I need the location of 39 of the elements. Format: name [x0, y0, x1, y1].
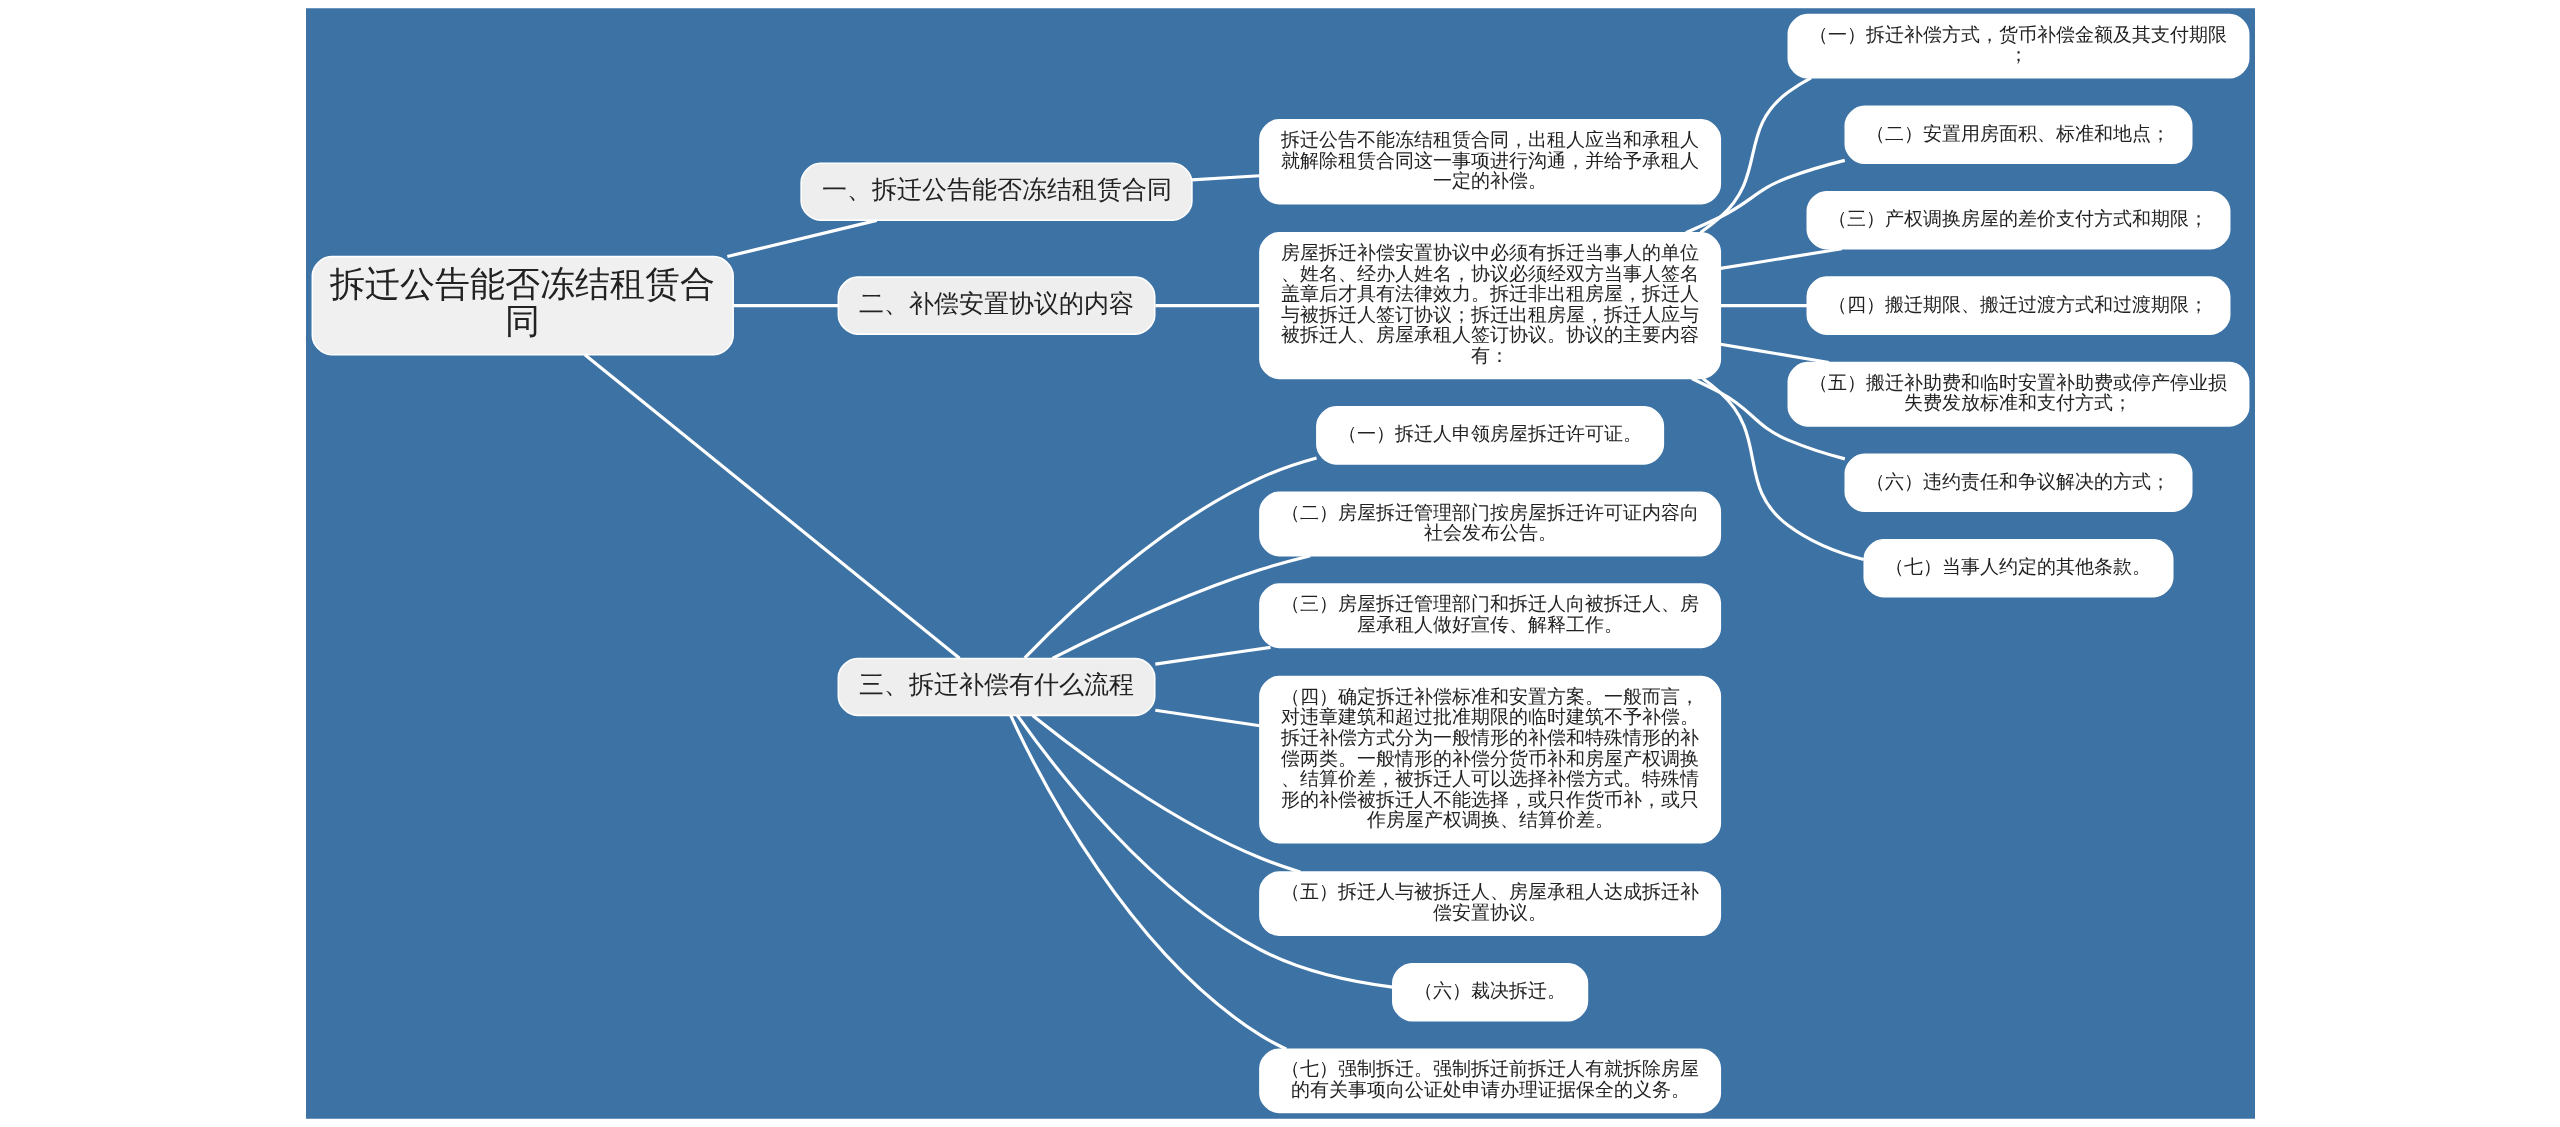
node-box: 二、补偿安置协议的内容 [837, 276, 1155, 335]
node-box: （一）拆迁补偿方式，货币补偿金额及其支付期限； [1787, 13, 2249, 79]
node-box: （二）安置用房面积、标准和地点； [1844, 105, 2192, 165]
node-box: （七）当事人约定的其他条款。 [1862, 539, 2174, 598]
node-box: （三）产权调换房屋的差价支付方式和期限； [1806, 190, 2230, 250]
connector [1154, 708, 1260, 728]
node-box: 房屋拆迁补偿安置协议中必须有拆迁当事人的单位、姓名、经办人姓名，协议必须经双方当事人签名盖章后才具有法律效力。拆迁非出租房屋，拆迁人与被拆迁人签订协议；拆迁出租房屋，拆迁人应与被拆迁人、房屋承租人签订协议。协议的主要内容有： [1258, 232, 1721, 380]
node-box: （三）房屋拆迁管理部门和拆迁人向被拆迁人、房屋承租人做好宣传、解释工作。 [1258, 583, 1721, 649]
connector [1154, 645, 1271, 666]
node-box: （四）搬迁期限、搬迁过渡方式和过渡期限； [1806, 276, 2230, 335]
connector [1031, 714, 1301, 874]
connector [1023, 456, 1317, 660]
connector [583, 353, 961, 660]
node-box: （七）强制拆迁。强制拆迁前拆迁人有就拆除房屋的有关事项向公证处申请办理证据保全的义务。 [1258, 1048, 1721, 1114]
node-box: （四）确定拆迁补偿标准和安置方案。一般而言，对违章建筑和超过批准期限的临时建筑不予补偿。拆迁补偿方式分为一般情形的补偿和特殊情形的补偿两类。一般情形的补偿分货币补和房屋产权调换、结算价差，被拆迁人可以选择补偿方式。特殊情形的补偿被拆迁人不能选择，或只作货币补，或只作房屋产权调换、结算价差。 [1258, 675, 1721, 844]
connector [1008, 714, 1287, 1051]
connector [1719, 342, 1829, 365]
connector [1684, 158, 1845, 235]
connector [726, 218, 877, 259]
node-box: （六）裁决拆迁。 [1391, 962, 1588, 1022]
node-box: （五）搬迁补助费和临时安置补助费或停产停业损失费发放标准和支付方式； [1787, 361, 2249, 427]
node-box: 一、拆迁公告能否冻结租赁合同 [799, 162, 1193, 221]
connector [1690, 377, 1845, 461]
connector [1719, 247, 1842, 270]
connector [1720, 304, 1807, 308]
node-box: （五）拆迁人与被拆迁人、房屋承租人达成拆迁补偿安置协议。 [1258, 871, 1721, 937]
node-box: （一）拆迁人申领房屋拆迁许可证。 [1315, 406, 1664, 465]
node-box: （六）违约责任和争议解决的方式； [1844, 453, 2192, 513]
connector [1154, 304, 1260, 308]
connector [1701, 377, 1864, 562]
node-box: （二）房屋拆迁管理部门按房屋拆迁许可证内容向社会发布公告。 [1258, 491, 1721, 557]
node-box: 拆迁公告不能冻结租赁合同，出租人应当和承租人就解除租赁合同这一事项进行沟通，并给予承租人一定的补偿。 [1258, 118, 1721, 205]
connector [1051, 554, 1311, 660]
connector [1699, 76, 1812, 234]
node-box: 三、拆迁补偿有什么流程 [837, 657, 1155, 717]
connector [733, 304, 838, 308]
connector [1015, 714, 1393, 989]
connector [1191, 174, 1260, 182]
node-box: 拆迁公告能否冻结租赁合同 [311, 255, 734, 356]
